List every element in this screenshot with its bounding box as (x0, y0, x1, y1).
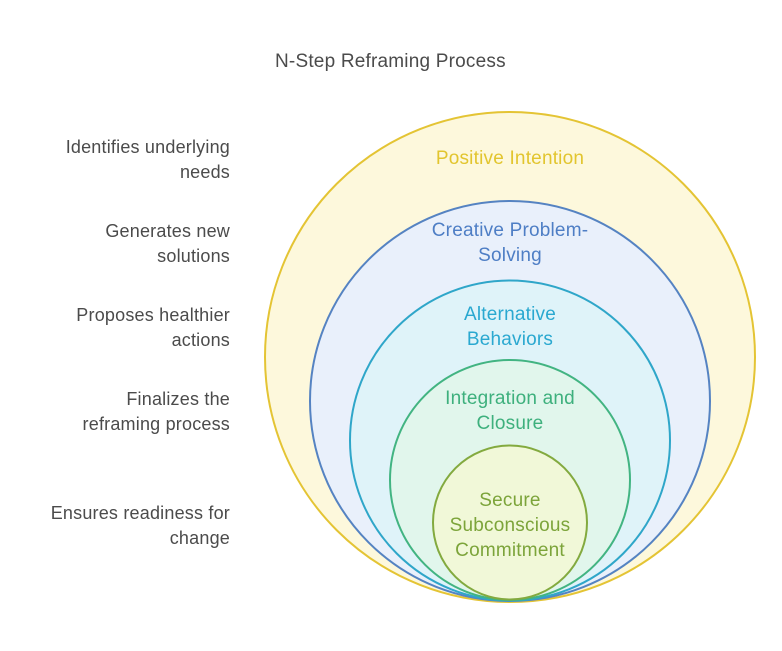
left-label-line: reframing process (82, 414, 230, 434)
ring-label-line: Secure (479, 490, 541, 511)
diagram-title: N-Step Reframing Process (275, 51, 506, 72)
ring-label-secure-subconscious-commitment: Secure Subconscious Commitment (450, 488, 571, 563)
ring-label-line: Commitment (455, 540, 565, 561)
left-label-line: Generates new (105, 221, 230, 241)
left-label-line: change (169, 528, 230, 548)
ring-label-positive-intention: Positive Intention (436, 146, 584, 171)
left-label-identifies-underlying-needs: Identifies underlying needs (66, 135, 230, 185)
left-label-line: actions (171, 330, 230, 350)
left-label-ensures-readiness-for-change: Ensures readiness for change (51, 501, 230, 551)
ring-label-line: Solving (478, 245, 542, 266)
ring-label-line: Integration and (445, 388, 575, 409)
ring-label-line: Alternative (464, 304, 556, 325)
circle-secure-subconscious-commitment (432, 444, 588, 601)
ring-label-line: Creative Problem- (431, 220, 589, 241)
ring-label-line: Behaviors (466, 329, 554, 350)
left-label-proposes-healthier-actions: Proposes healthier actions (76, 303, 230, 353)
left-label-line: needs (179, 162, 230, 182)
left-label-line: Proposes healthier (76, 305, 230, 325)
left-label-line: Ensures readiness for (50, 503, 230, 523)
ring-label-line: Positive Intention (435, 148, 585, 169)
ring-label-line: Subconscious (449, 515, 571, 536)
ring-label-alternative-behaviors: Alternative Behaviors (464, 302, 556, 352)
ring-label-creative-problem-solving: Creative Problem- Solving (432, 218, 589, 268)
ring-label-line: Closure (476, 413, 544, 434)
left-label-line: Identifies underlying (65, 137, 230, 157)
left-label-generates-new-solutions: Generates new solutions (105, 219, 230, 269)
left-label-line: solutions (157, 246, 230, 266)
ring-label-integration-and-closure: Integration and Closure (445, 386, 575, 436)
left-label-line: Finalizes the (126, 389, 230, 409)
left-label-finalizes-reframing-process: Finalizes the reframing process (83, 387, 230, 437)
